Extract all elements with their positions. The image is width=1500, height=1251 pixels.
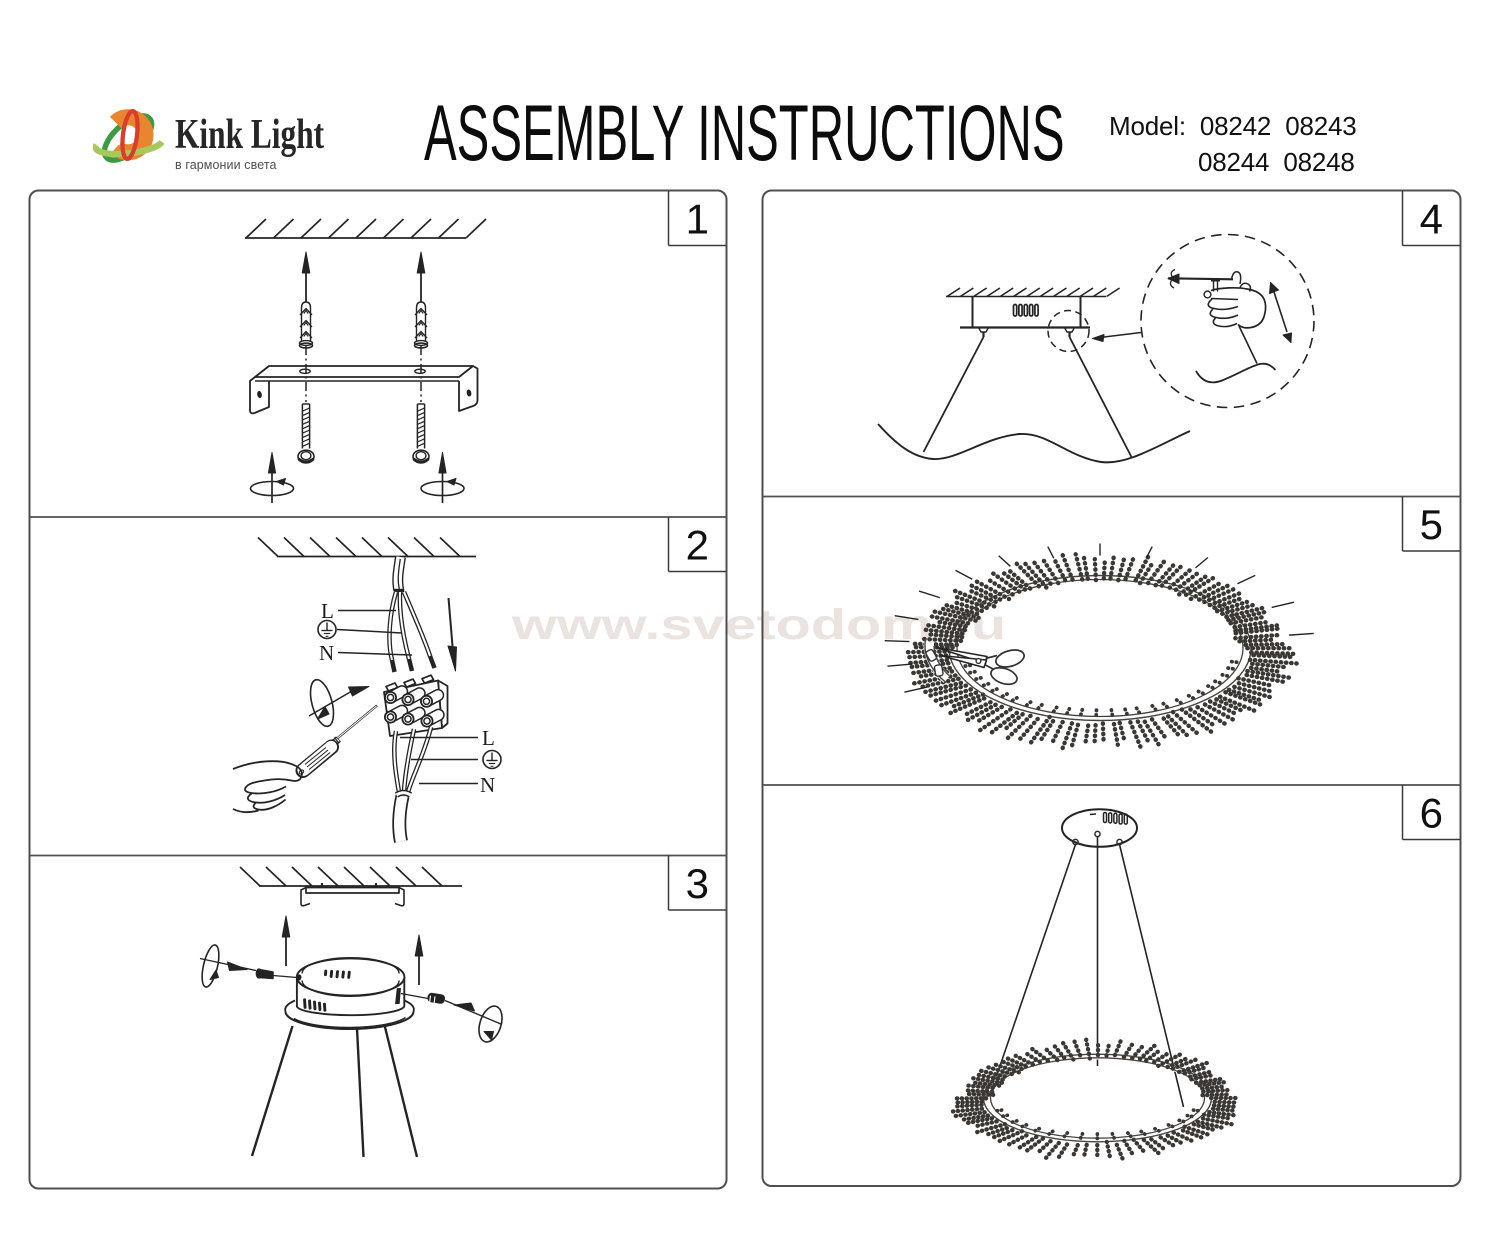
svg-text:2: 2 (686, 522, 709, 569)
svg-text:6: 6 (1420, 790, 1443, 837)
svg-text:N: N (480, 773, 495, 797)
svg-text:L: L (482, 726, 495, 750)
svg-text:5: 5 (1420, 501, 1443, 548)
svg-text:4: 4 (1420, 196, 1443, 243)
svg-text:L: L (321, 599, 334, 623)
svg-text:3: 3 (686, 860, 709, 907)
svg-text:1: 1 (686, 196, 709, 243)
svg-text:N: N (319, 641, 334, 665)
